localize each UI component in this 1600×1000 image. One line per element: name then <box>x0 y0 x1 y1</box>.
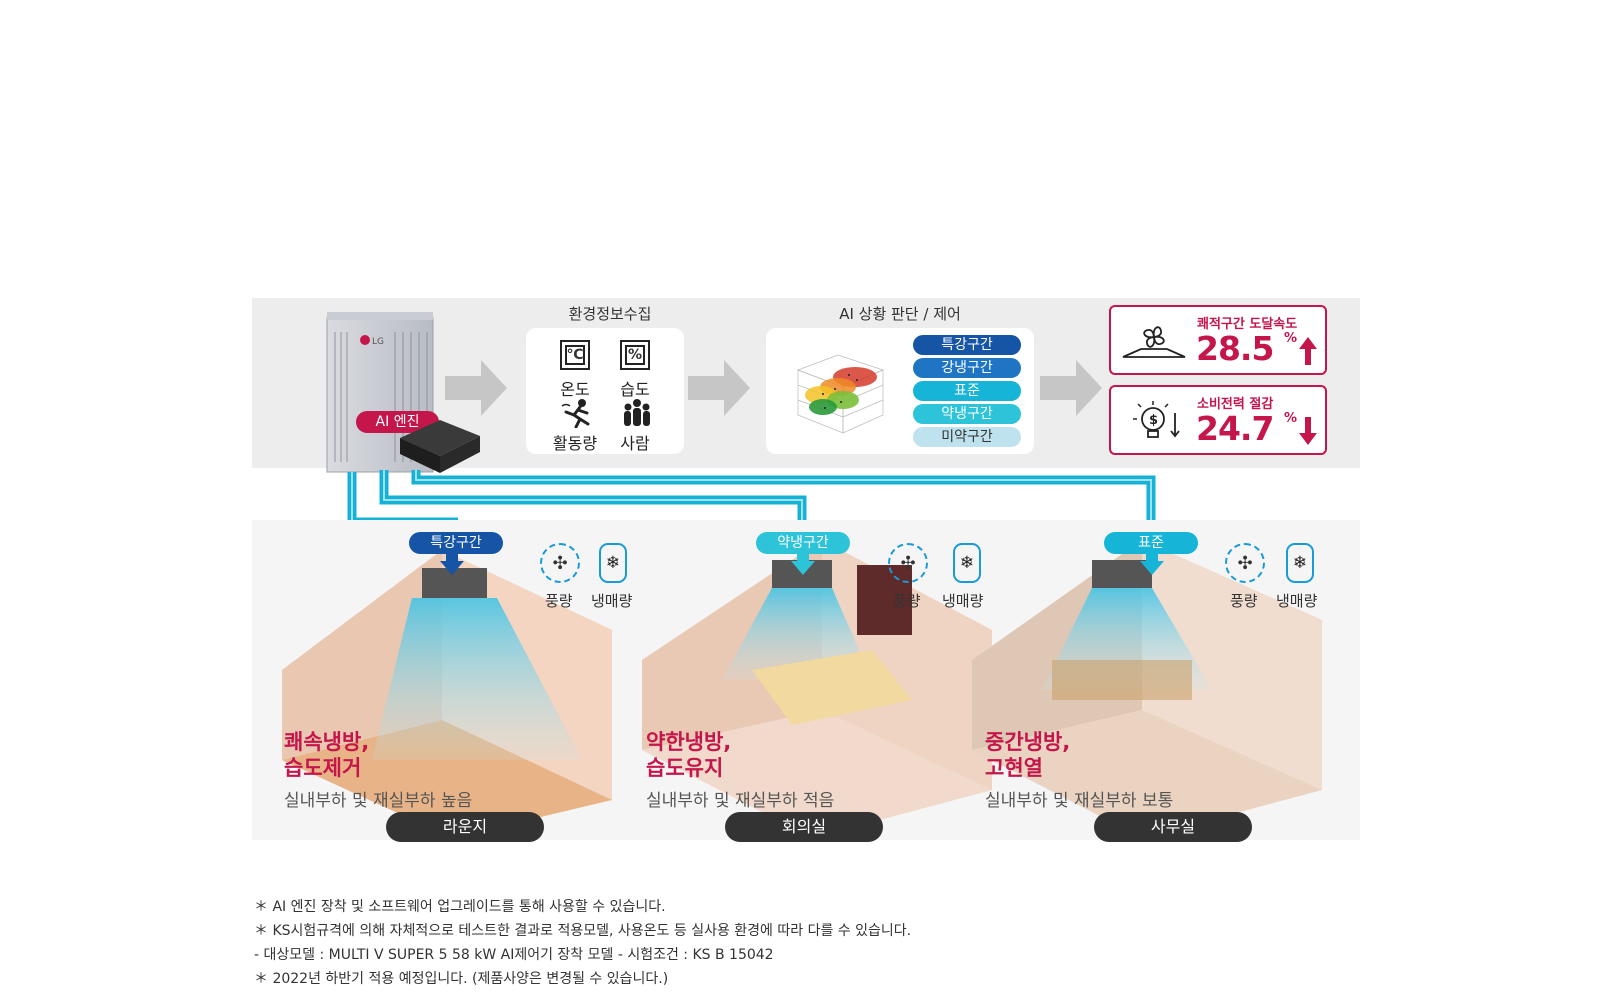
lounge-headline-2: 습도제거 <box>284 756 362 780</box>
rooms-illustration <box>252 520 1360 840</box>
humidity-label: 습도 <box>620 380 650 399</box>
meeting-description: 실내부하 및 재실부하 적음 <box>646 791 835 811</box>
airflow-caption: 풍량 <box>545 592 573 610</box>
down-arrow-office <box>1140 551 1164 579</box>
ai-engine-device-image <box>395 418 485 478</box>
office-headline-2: 고현열 <box>985 756 1043 780</box>
room-zone-badge-office: 표준 <box>1104 532 1198 554</box>
result-comfort-speed: 쾌적구간 도달속도 28.5 % <box>1109 305 1327 375</box>
room-zone-badge-lounge: 특강구간 <box>409 532 503 554</box>
temperature-label: 온도 <box>560 380 590 399</box>
refrigerant-pipes <box>347 470 1156 530</box>
ai-section-title: AI 상황 판단 / 제어 <box>839 305 961 323</box>
lounge-headline-1: 쾌속냉방, <box>284 730 370 754</box>
result-label-comfort: 쾌적구간 도달속도 <box>1197 317 1298 332</box>
zone-badge-low-cool: 약냉구간 <box>913 404 1021 424</box>
down-arrow-lounge <box>440 551 464 579</box>
env-section-title: 환경정보수집 <box>568 305 652 323</box>
refrigerant-snowflake-icon: ❄ <box>1286 543 1314 583</box>
refrigerant-snowflake-icon: ❄ <box>953 543 981 583</box>
airflow-fan-icon: ✣ <box>1225 543 1265 583</box>
result-power-saving: $ 소비전력 절감 24.7 % <box>1109 385 1327 455</box>
lightbulb-dollar-icon: $ <box>1133 399 1185 449</box>
meeting-headline-2: 습도유지 <box>646 756 724 780</box>
airflow-caption: 풍량 <box>893 592 921 610</box>
flow-arrow-2 <box>688 358 750 422</box>
thermometer-celsius-icon: ℃ <box>560 340 590 370</box>
lounge-description: 실내부하 및 재실부하 높음 <box>284 791 473 811</box>
result-unit-comfort: % <box>1284 331 1298 346</box>
zone-badge-strong: 특강구간 <box>913 335 1021 355</box>
refrigerant-snowflake-icon: ❄ <box>599 543 627 583</box>
office-room-label: 사무실 <box>1094 812 1252 842</box>
arrow-down-icon <box>1299 417 1317 449</box>
room-zone-badge-meeting: 약냉구간 <box>756 532 850 554</box>
result-value-comfort: 28.5 <box>1196 329 1274 368</box>
footnote-1: ＊ AI 엔진 장착 및 소프트웨어 업그레이드를 통해 사용할 수 있습니다. <box>254 899 666 915</box>
footnote-2: ＊ KS시험규격에 의해 자체적으로 테스트한 결과로 적용모델, 사용온도 등… <box>254 923 912 939</box>
flow-arrow-3 <box>1040 358 1102 422</box>
footnote-4: ＊ 2022년 하반기 적용 예정입니다. (제품사양은 변경될 수 있습니다.… <box>254 971 669 987</box>
office-headline-1: 중간냉방, <box>985 730 1071 754</box>
zone-badge-weak: 미약구간 <box>913 427 1021 447</box>
env-info-card: ℃ % 온도 습도 활동량 사람 <box>526 328 684 454</box>
arrow-up-icon <box>1299 337 1317 369</box>
refrigerant-caption: 냉매량 <box>942 592 984 610</box>
lounge-room-label: 라운지 <box>386 812 544 842</box>
svg-text:$: $ <box>1149 413 1158 428</box>
zone-badge-high-cool: 강냉구간 <box>913 358 1021 378</box>
flow-arrow-1 <box>445 358 507 422</box>
footnote-3: - 대상모델 : MULTI V SUPER 5 58 kW AI제어기 장착 … <box>254 947 774 963</box>
activity-label: 활동량 <box>552 434 598 453</box>
airflow-fan-icon: ✣ <box>888 543 928 583</box>
refrigerant-caption: 냉매량 <box>1276 592 1318 610</box>
refrigerant-caption: 냉매량 <box>591 592 633 610</box>
ai-3d-scatter-graphic <box>783 345 908 445</box>
result-value-power: 24.7 <box>1196 409 1274 448</box>
airflow-fan-icon: ✣ <box>540 543 580 583</box>
result-label-power: 소비전력 절감 <box>1197 397 1274 412</box>
percent-icon: % <box>620 340 650 370</box>
zone-badge-standard: 표준 <box>913 381 1021 401</box>
airflow-caption: 풍량 <box>1230 592 1258 610</box>
fan-comfort-icon <box>1121 321 1187 365</box>
ai-engine-badge: AI 엔진 <box>356 411 439 433</box>
people-icon <box>620 398 654 432</box>
office-description: 실내부하 및 재실부하 보통 <box>985 791 1174 811</box>
meeting-room-label: 회의실 <box>725 812 883 842</box>
down-arrow-meeting <box>791 551 815 579</box>
people-label: 사람 <box>620 434 650 453</box>
running-person-icon <box>560 398 594 432</box>
result-unit-power: % <box>1284 411 1298 426</box>
svg-text:LG: LG <box>372 337 384 347</box>
meeting-headline-1: 약한냉방, <box>646 730 732 754</box>
